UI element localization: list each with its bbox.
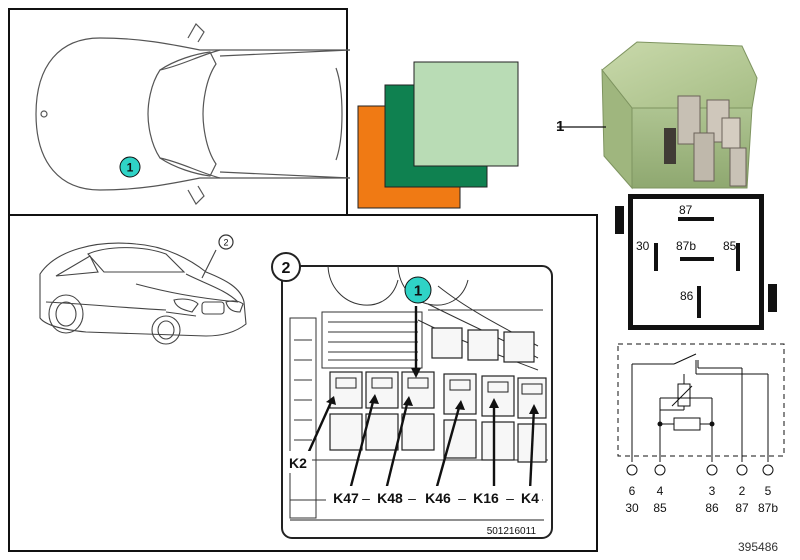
separator-2: – [408,490,416,506]
relay-callout-1: 1 [556,118,565,135]
inset-number-2-text: 2 [282,260,291,277]
terminal-top-6: 6 [629,484,636,498]
label-k46: K46 [425,490,451,506]
relay-pin-layout [628,194,764,330]
callout-2-car-text: 2 [223,238,228,248]
terminal-top-5: 5 [765,484,772,498]
car-perspective-drawing: 2 [39,234,247,345]
image-code: 501216011 [487,526,537,537]
swatch-light-green [413,61,519,167]
car-top-view-panel: 1 [8,8,351,216]
pin-30-label: 30 [636,239,650,253]
terminal-bottom-86: 86 [705,501,719,515]
pin-86-label: 86 [680,289,694,303]
label-k4: K4 [521,490,539,506]
pin-85-label: 85 [723,239,737,253]
terminal-bottom-87b: 87b [758,501,778,515]
label-k16: K16 [473,490,499,506]
callout-1-fusebox [404,276,432,304]
inset-number-2 [271,252,301,282]
diagram-code: 395486 [738,540,779,554]
relay-schematic: 6 4 3 2 5 30 85 86 87 87b [617,343,785,515]
callout-1-fusebox-text: 1 [414,283,422,300]
terminal-bottom-87: 87 [735,501,749,515]
pin-87-label: 87 [679,203,693,217]
terminal-top-3: 3 [709,484,716,498]
label-k47: K47 [333,490,359,506]
relay-illustration [557,41,758,190]
relay-pin-layout-marks: 87 30 87b 85 86 [615,203,777,318]
fusebox-inset: 2 1 K2 K47 – K48 – K46 – K16 – K4 501216… [271,252,553,539]
schematic-dashed-boundary [617,343,785,457]
terminal-3 [706,464,718,476]
car-top-view-outline: 1 [35,23,351,205]
terminal-4 [654,464,666,476]
callout-2-car [218,234,234,250]
terminal-5 [762,464,774,476]
separator-1: – [362,490,370,506]
terminal-bottom-85: 85 [653,501,667,515]
relay-clip-right [768,284,777,312]
separator-4: – [506,490,514,506]
terminal-2 [736,464,748,476]
relay-clip-left [615,206,624,234]
terminal-bottom-30: 30 [625,501,639,515]
pin-87b-label: 87b [676,239,696,253]
callout-1-top-view-text: 1 [127,161,134,175]
callout-1-top-view [119,156,141,178]
terminal-6 [626,464,638,476]
label-k48: K48 [377,490,403,506]
terminal-top-4: 4 [657,484,664,498]
label-k2: K2 [289,455,307,471]
color-swatches [357,61,519,209]
separator-3: – [458,490,466,506]
terminal-top-2: 2 [739,484,746,498]
